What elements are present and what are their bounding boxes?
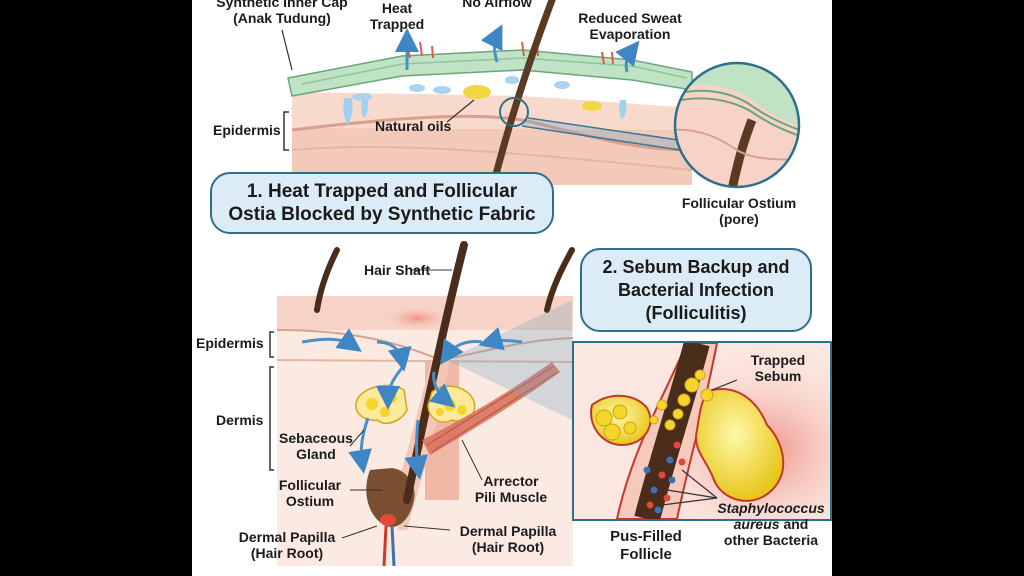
bacteria-line1: Staphylococcus <box>717 500 825 516</box>
panel3-title-line3: (Folliculitis) <box>645 302 747 323</box>
pus-filled-line1: Pus-Filled <box>610 528 682 545</box>
hair-shaft-label: Hair Shaft <box>364 262 431 278</box>
panel3-illustration <box>574 343 830 519</box>
sebaceous-gland-line2: Gland <box>296 446 336 462</box>
panel3-title-line2: Bacterial Infection <box>617 279 775 300</box>
inner-cap-line1: Synthetic Inner Cap <box>216 0 348 10</box>
epidermis-label-top: Epidermis <box>213 122 281 138</box>
panel1-title-line1: 1. Heat Trapped and Follicular <box>246 181 518 202</box>
trapped-sebum-label: Trapped Sebum <box>738 352 818 384</box>
natural-oils-label: Natural oils <box>375 118 452 134</box>
panel3-frame <box>572 341 832 521</box>
sebaceous-gland-label: Sebaceous Gland <box>276 430 356 462</box>
panel3-title-box: 2. Sebum Backup and Bacterial Infection … <box>580 248 812 332</box>
follicular-ostium-line2: Ostium <box>285 493 335 509</box>
bacteria-line2-rest: and <box>779 516 809 532</box>
dermal-papilla-right-label: Dermal Papilla (Hair Root) <box>448 523 568 555</box>
bacteria-label: Staphylococcus aureus and other Bacteria <box>710 500 832 548</box>
diagram-canvas: Synthetic Inner Cap (Anak Tudung) Heat T… <box>192 0 832 576</box>
arrector-pili-line1: Arrector <box>483 473 539 489</box>
panel2-illustration <box>269 241 575 567</box>
pus-filled-line2: Follicle <box>620 546 672 563</box>
follicular-ostium-pore-line1: Follicular Ostium <box>681 195 797 211</box>
dermis-label: Dermis <box>216 412 264 428</box>
bacteria-line2-italic: aureus <box>733 516 780 532</box>
epidermis-label-bottom: Epidermis <box>196 335 264 351</box>
panel1-title-box: 1. Heat Trapped and Follicular Ostia Blo… <box>210 172 554 234</box>
follicular-ostium-line1: Follicular <box>278 477 342 493</box>
reduced-sweat-line2: Evaporation <box>589 26 671 42</box>
panel1-title-line2: Ostia Blocked by Synthetic Fabric <box>228 204 536 225</box>
reduced-sweat-label: Reduced Sweat Evaporation <box>570 10 690 42</box>
sebaceous-gland-line1: Sebaceous <box>279 430 353 446</box>
follicular-ostium-label: Follicular Ostium <box>270 477 350 509</box>
dermal-papilla-left-line1: Dermal Papilla <box>238 529 336 545</box>
panel1-illustration <box>281 0 801 194</box>
trapped-sebum-line2: Sebum <box>754 368 802 384</box>
heat-trapped-line1: Heat <box>381 0 413 16</box>
follicular-ostium-pore-line2: (pore) <box>719 211 759 227</box>
arrector-pili-label: Arrector Pili Muscle <box>466 473 556 505</box>
dermal-papilla-left-label: Dermal Papilla (Hair Root) <box>232 529 342 561</box>
follicular-ostium-pore-label: Follicular Ostium (pore) <box>672 195 806 227</box>
dermal-papilla-right-line2: (Hair Root) <box>471 539 545 555</box>
heat-trapped-label: Heat Trapped <box>362 0 432 32</box>
arrector-pili-line2: Pili Muscle <box>474 489 548 505</box>
trapped-sebum-line1: Trapped <box>750 352 806 368</box>
dermal-papilla-left-line2: (Hair Root) <box>250 545 324 561</box>
reduced-sweat-line1: Reduced Sweat <box>578 10 682 26</box>
pus-filled-follicle-label: Pus-Filled Follicle <box>596 528 696 564</box>
inner-cap-label: Synthetic Inner Cap (Anak Tudung) <box>212 0 352 26</box>
inner-cap-line2: (Anak Tudung) <box>233 10 331 26</box>
diagram-artwork <box>269 0 832 567</box>
bacteria-line3: other Bacteria <box>723 532 819 548</box>
dermal-papilla-right-line1: Dermal Papilla <box>459 523 557 539</box>
panel3-title-line1: 2. Sebum Backup and <box>602 256 790 277</box>
heat-trapped-line2: Trapped <box>369 16 425 32</box>
no-airflow-label: No Airflow <box>462 0 532 10</box>
